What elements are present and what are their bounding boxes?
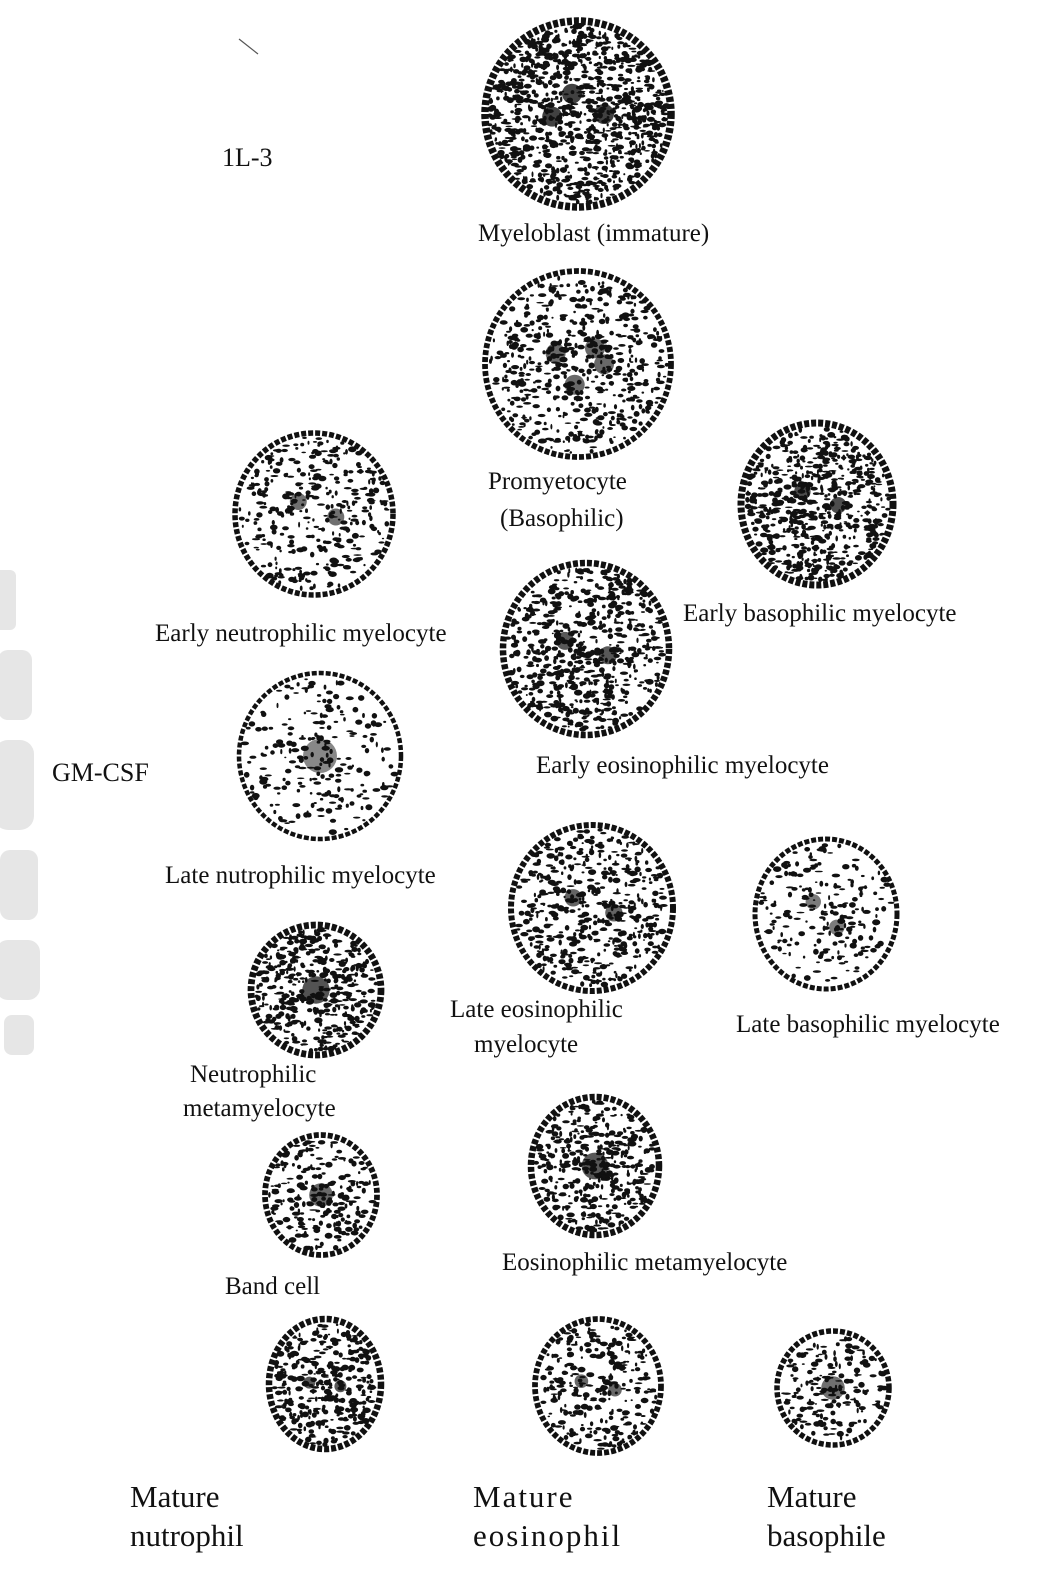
label-mature-neutrophil-2: nutrophil — [130, 1517, 244, 1554]
label-late-neutrophilic: Late nutrophilic myelocyte — [165, 862, 436, 891]
cell-late-basophilic — [752, 836, 900, 992]
label-mature-eosinophil-1: Mature — [473, 1478, 575, 1515]
label-mature-basophile-2: basophile — [767, 1517, 886, 1554]
label-early-eosinophilic: Early eosinophilic myelocyte — [536, 752, 829, 781]
label-myeloblast: Myeloblast (immature) — [478, 220, 709, 249]
cell-promyelocyte — [482, 268, 674, 460]
label-mature-basophile-1: Mature — [767, 1478, 857, 1515]
label-promyelocyte-2: (Basophilic) — [500, 505, 624, 534]
label-early-basophilic: Early basophilic myelocyte — [683, 600, 957, 629]
label-neutrophilic-meta-2: metamyelocyte — [183, 1095, 336, 1124]
label-late-eosinophilic-1: Late eosinophilic — [450, 996, 623, 1025]
label-early-neutrophilic: Early neutrophilic myelocyte — [155, 620, 447, 649]
label-eosinophilic-meta: Eosinophilic metamyelocyte — [502, 1249, 787, 1278]
cell-mature-neutrophil — [266, 1316, 384, 1452]
cell-late-neutrophilic — [236, 670, 404, 842]
cell-early-basophilic — [738, 420, 896, 588]
stray-mark — [236, 36, 262, 58]
watermark — [0, 560, 90, 1080]
cell-band — [262, 1132, 380, 1258]
label-neutrophilic-meta-1: Neutrophilic — [190, 1061, 316, 1090]
cell-mature-basophile — [774, 1328, 892, 1448]
cell-myeloblast — [482, 18, 674, 210]
label-promyelocyte-1: Promyetocyte — [488, 468, 627, 497]
label-late-basophilic: Late basophilic myelocyte — [736, 1011, 1000, 1040]
cell-late-eosinophilic — [508, 822, 676, 994]
cell-mature-eosinophil — [532, 1316, 664, 1456]
cell-eosinophilic-metamyelocyte — [528, 1094, 662, 1238]
cell-early-neutrophilic — [232, 430, 396, 598]
label-mature-eosinophil-2: eosinophil — [473, 1517, 622, 1554]
label-late-eosinophilic-2: myelocyte — [474, 1031, 578, 1060]
cell-early-eosinophilic — [500, 560, 672, 738]
label-mature-neutrophil-1: Mature — [130, 1478, 220, 1515]
label-band-cell: Band cell — [225, 1273, 320, 1302]
factor-gmcsf-label: GM-CSF — [52, 758, 149, 788]
cell-neutrophilic-metamyelocyte — [248, 922, 384, 1058]
factor-il3-label: 1L-3 — [222, 143, 273, 173]
